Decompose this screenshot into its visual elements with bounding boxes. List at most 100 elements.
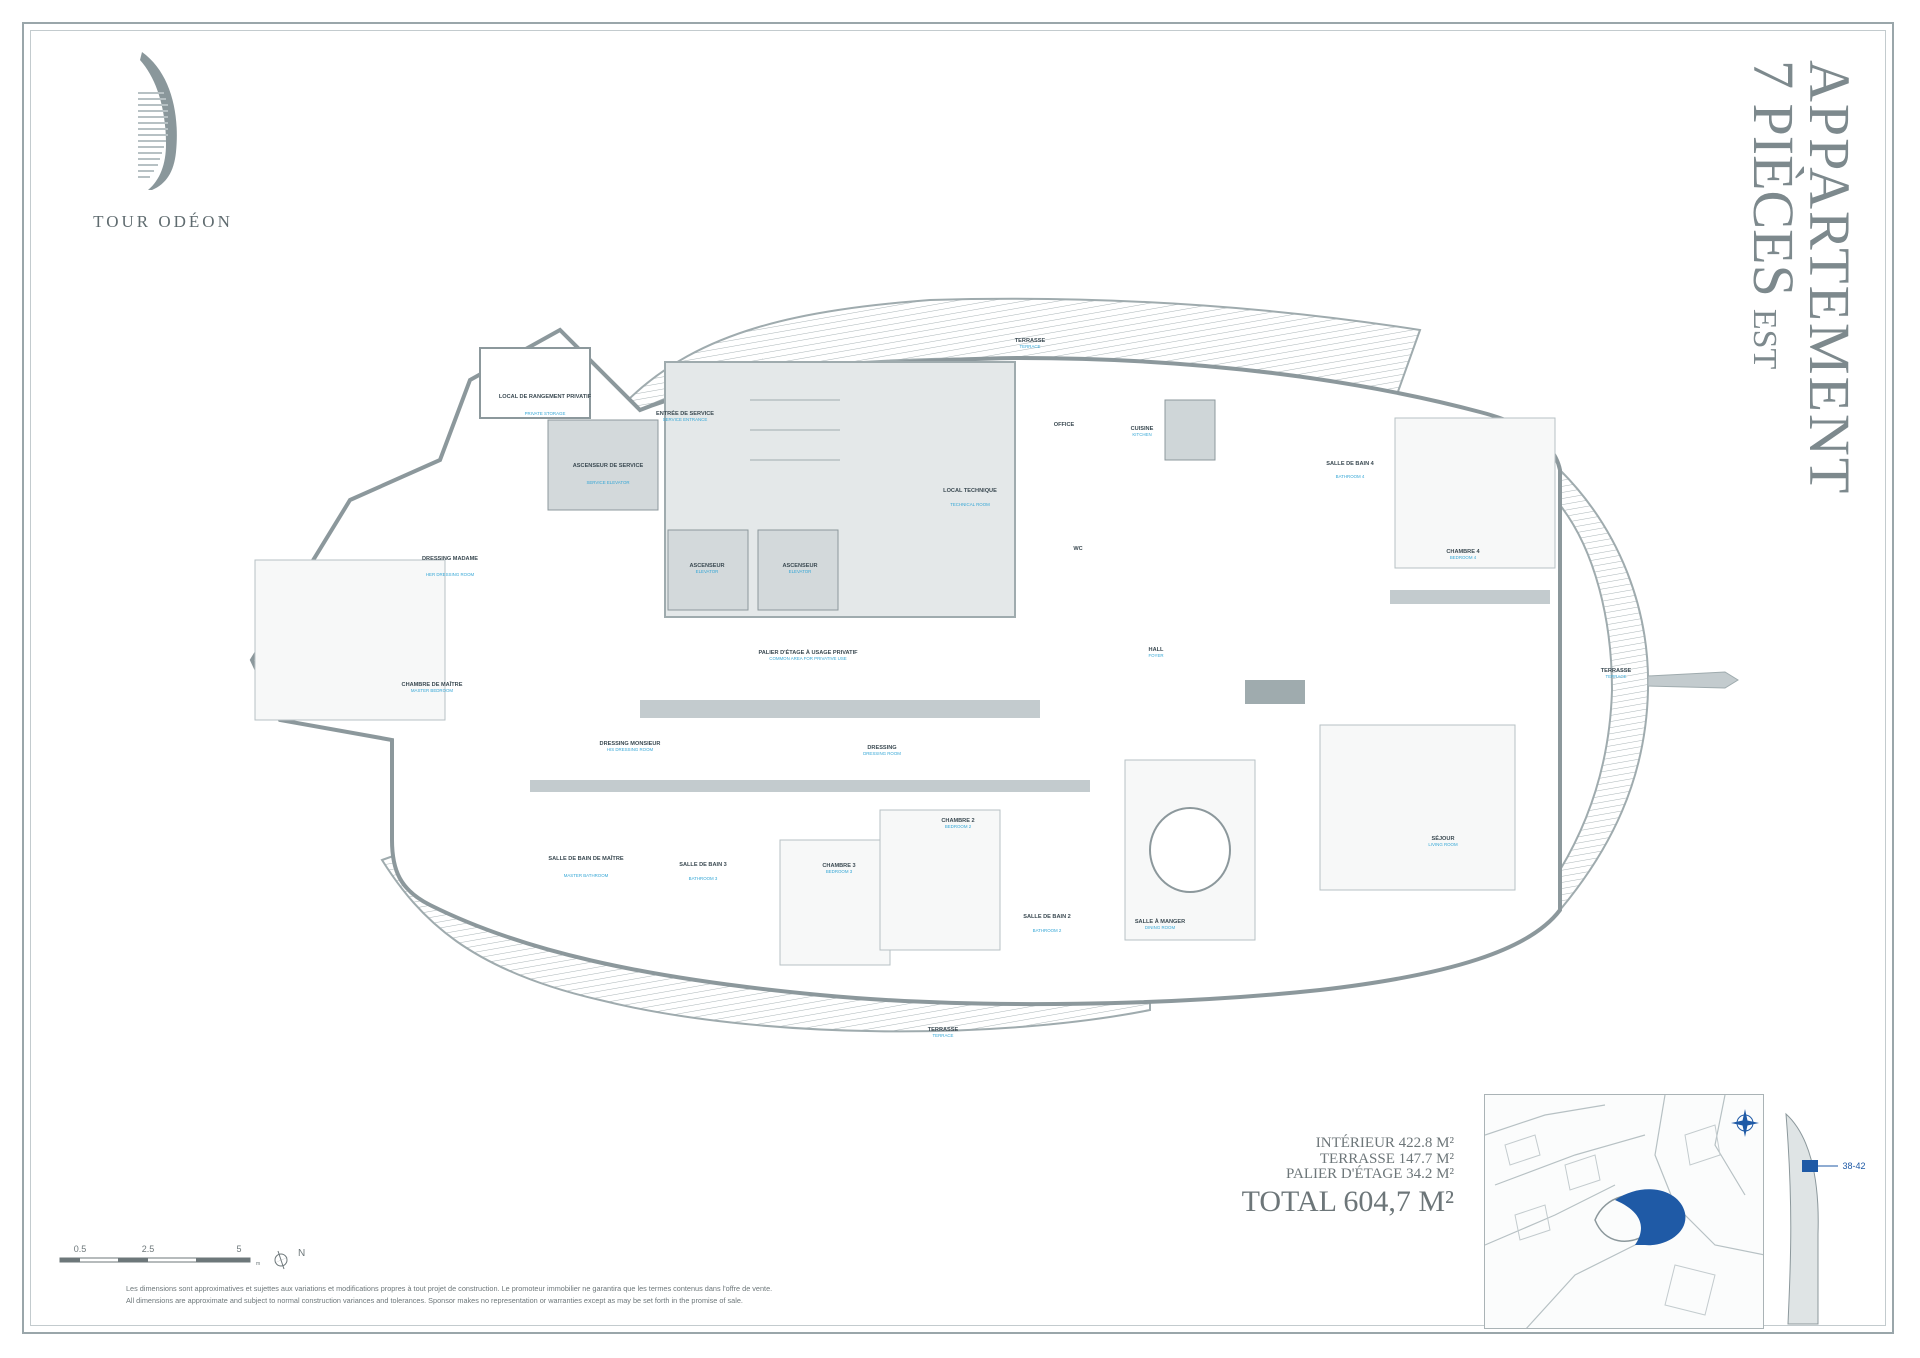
elevator-2-shaft: [757, 529, 839, 611]
room-sub: MASTER BATHROOM: [564, 873, 609, 878]
room-label: ASCENSEUR DE SERVICE: [573, 463, 644, 469]
room-label: TERRASSE: [1015, 338, 1046, 344]
title-line2-suffix: EST: [1746, 309, 1783, 370]
room-label: CHAMBRE DE MAÎTRE: [402, 680, 463, 688]
room-sub: BATHROOM 2: [1033, 928, 1062, 933]
location-map-drawing: [1485, 1095, 1763, 1328]
room-sub: ELEVATOR: [789, 569, 812, 574]
room-sub: TERRACE: [933, 1033, 954, 1038]
area-interieur: INTÉRIEUR 422.8 M²: [1315, 1135, 1454, 1151]
room-label: SALLE À MANGER: [1135, 918, 1185, 925]
sejour-zone: [1319, 724, 1516, 891]
title-line2-main: 7 PIÈCES: [1741, 60, 1806, 297]
room-label: PALIER D'ÉTAGE À USAGE PRIVATIF: [758, 648, 858, 656]
floor-highlight: [1802, 1160, 1818, 1172]
north-label: N: [298, 1248, 305, 1259]
scale-bar: 0.5 2.5 5 m N: [59, 1244, 305, 1270]
corridor-wall-east: [1390, 590, 1550, 604]
room-sub: BEDROOM 4: [1450, 555, 1477, 560]
corridor-wall-north: [640, 700, 1040, 718]
disclaimer: Les dimensions sont approximatives et su…: [126, 1283, 1026, 1307]
east-spire: [1647, 671, 1739, 689]
area-total: TOTAL 604,7 M²: [1241, 1184, 1454, 1218]
map-blocks: [1504, 1124, 1721, 1316]
title-line1: APPARTEMENT: [1797, 60, 1862, 495]
tour-odeon-logo-icon: [138, 52, 177, 190]
room-label: SALLE DE BAIN DE MAÎTRE: [548, 854, 623, 862]
room-sub: FOYER: [1148, 653, 1163, 658]
apartment-highlight: [1615, 1189, 1686, 1246]
scale-segment: [60, 1258, 80, 1262]
chambre3-zone: [779, 839, 891, 966]
room-sub: BATHROOM 3: [689, 876, 718, 881]
outer-frame: [22, 22, 1894, 1334]
room-label: DRESSING MADAME: [422, 556, 478, 562]
room-sub: TERRACE: [1020, 344, 1041, 349]
room-label: SALLE DE BAIN 3: [679, 862, 727, 868]
room-sub: HER DRESSING ROOM: [426, 572, 475, 577]
room-sub: BATHROOM 4: [1336, 474, 1365, 479]
room-label: ASCENSEUR: [689, 563, 724, 569]
room-label: ENTRÉE DE SERVICE: [656, 409, 714, 417]
area-terrasse: TERRASSE 147.7 M²: [1319, 1150, 1454, 1167]
room-sub: DINING ROOM: [1145, 925, 1176, 930]
scale-tick: 0.5: [74, 1244, 87, 1254]
room-label: CUISINE: [1131, 426, 1154, 432]
room-sub: SERVICE ELEVATOR: [586, 480, 629, 485]
scale-segment: [118, 1258, 148, 1262]
room-sub: DRESSING ROOM: [863, 751, 901, 756]
room-label: SALLE DE BAIN 2: [1023, 914, 1071, 920]
room-label: TERRASSE: [1601, 668, 1632, 674]
room-label: ASCENSEUR: [782, 563, 817, 569]
room-label: CHAMBRE 3: [822, 863, 855, 869]
room-sub: TECHNICAL ROOM: [950, 502, 990, 507]
scale-unit: m: [256, 1261, 260, 1267]
room-label: CHAMBRE 2: [941, 818, 974, 824]
room-label: LOCAL DE RANGEMENT PRIVATIF: [499, 394, 592, 400]
room-sub: HIS DRESSING ROOM: [607, 747, 654, 752]
scale-tick: 5: [236, 1244, 241, 1254]
area-palier: PALIER D'ÉTAGE 34.2 M²: [1286, 1166, 1454, 1182]
room-sub: BEDROOM 2: [945, 824, 972, 829]
master-suite-zone: [254, 559, 446, 721]
floor-label: 38-42: [1842, 1161, 1865, 1171]
title-line2: 7 PIÈCES EST: [1741, 60, 1806, 370]
kitchen-table: [1164, 399, 1216, 461]
room-sub: SERVICE ENTRANCE: [663, 417, 708, 422]
storage-room-box: [479, 347, 591, 419]
hall-wall: [1245, 680, 1305, 704]
room-sub: LIVING ROOM: [1428, 842, 1458, 847]
room-label: CHAMBRE 4: [1446, 549, 1480, 555]
room-sub: PRIVATE STORAGE: [525, 411, 566, 416]
area-summary: INTÉRIEUR 422.8 M² TERRASSE 147.7 M² PAL…: [1241, 1135, 1454, 1219]
dining-table: [1149, 807, 1231, 893]
room-label: SÉJOUR: [1431, 834, 1454, 842]
chambre4-zone: [1394, 417, 1556, 569]
room-sub: BEDROOM 3: [826, 869, 853, 874]
map-streets: [1485, 1095, 1763, 1328]
room-label: SALLE DE BAIN 4: [1326, 461, 1374, 467]
room-sub: TERRACE: [1606, 674, 1627, 679]
terrace-east: [1559, 467, 1650, 913]
room-label: DRESSING MONSIEUR: [600, 741, 661, 747]
room-sub: COMMON AREA FOR PRIVATIVE USE: [769, 656, 846, 661]
disclaimer-en: All dimensions are approximate and subje…: [126, 1296, 743, 1305]
scale-segment: [196, 1258, 250, 1262]
room-label: DRESSING: [867, 745, 896, 751]
elevator-1-shaft: [667, 529, 749, 611]
inner-frame: [30, 30, 1886, 1326]
tower-elevation: 38-42: [1768, 1094, 1868, 1329]
location-map: [1484, 1094, 1764, 1329]
room-sub: ELEVATOR: [696, 569, 719, 574]
service-elevator-shaft: [547, 419, 659, 511]
apartment-title: APPARTEMENT 7 PIÈCES EST: [1740, 60, 1880, 520]
room-label: TERRASSE: [928, 1027, 959, 1033]
chambre2-zone: [879, 809, 1001, 951]
tower-elevation-drawing: 38-42: [1785, 1112, 1866, 1325]
compass-icon: [1731, 1109, 1759, 1137]
disclaimer-fr: Les dimensions sont approximatives et su…: [126, 1284, 773, 1293]
room-label: OFFICE: [1054, 422, 1075, 428]
scale-tick: 2.5: [142, 1244, 155, 1254]
room-labels: TERRASSE TERRACE LOCAL DE RANGEMENT PRIV…: [402, 338, 1632, 1038]
